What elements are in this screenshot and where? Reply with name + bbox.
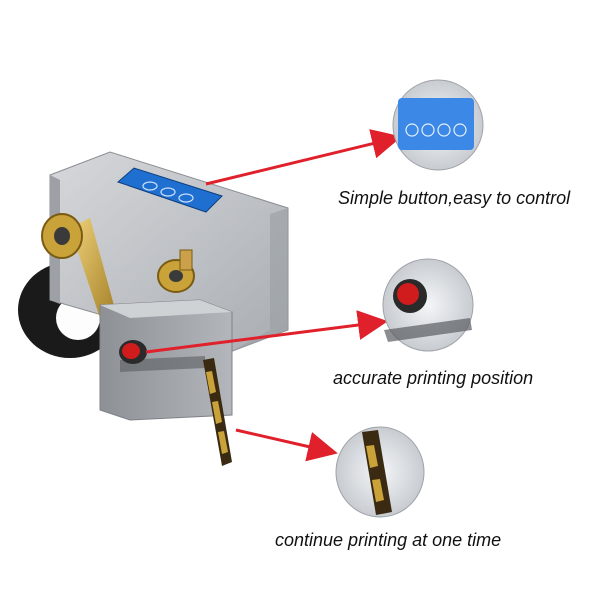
callout-label-position: accurate printing position: [333, 368, 534, 388]
arrow-to-button: [145, 310, 388, 354]
zoom-lens-panel: [392, 79, 484, 171]
zoom-lens-button: [382, 258, 474, 352]
printed-ribbon-strip: [203, 358, 232, 466]
red-push-button: [119, 340, 147, 364]
arrow-to-ribbon: [235, 428, 338, 462]
callout-label-continuous: continue printing at one time: [275, 530, 502, 550]
callout-label-control: Simple button,easy to control: [338, 188, 571, 208]
zoom-lens-ribbon: [335, 426, 425, 518]
gold-ribbon-spool: [41, 213, 195, 330]
arrow-to-panel: [205, 129, 402, 186]
blue-control-panel: [117, 167, 223, 213]
